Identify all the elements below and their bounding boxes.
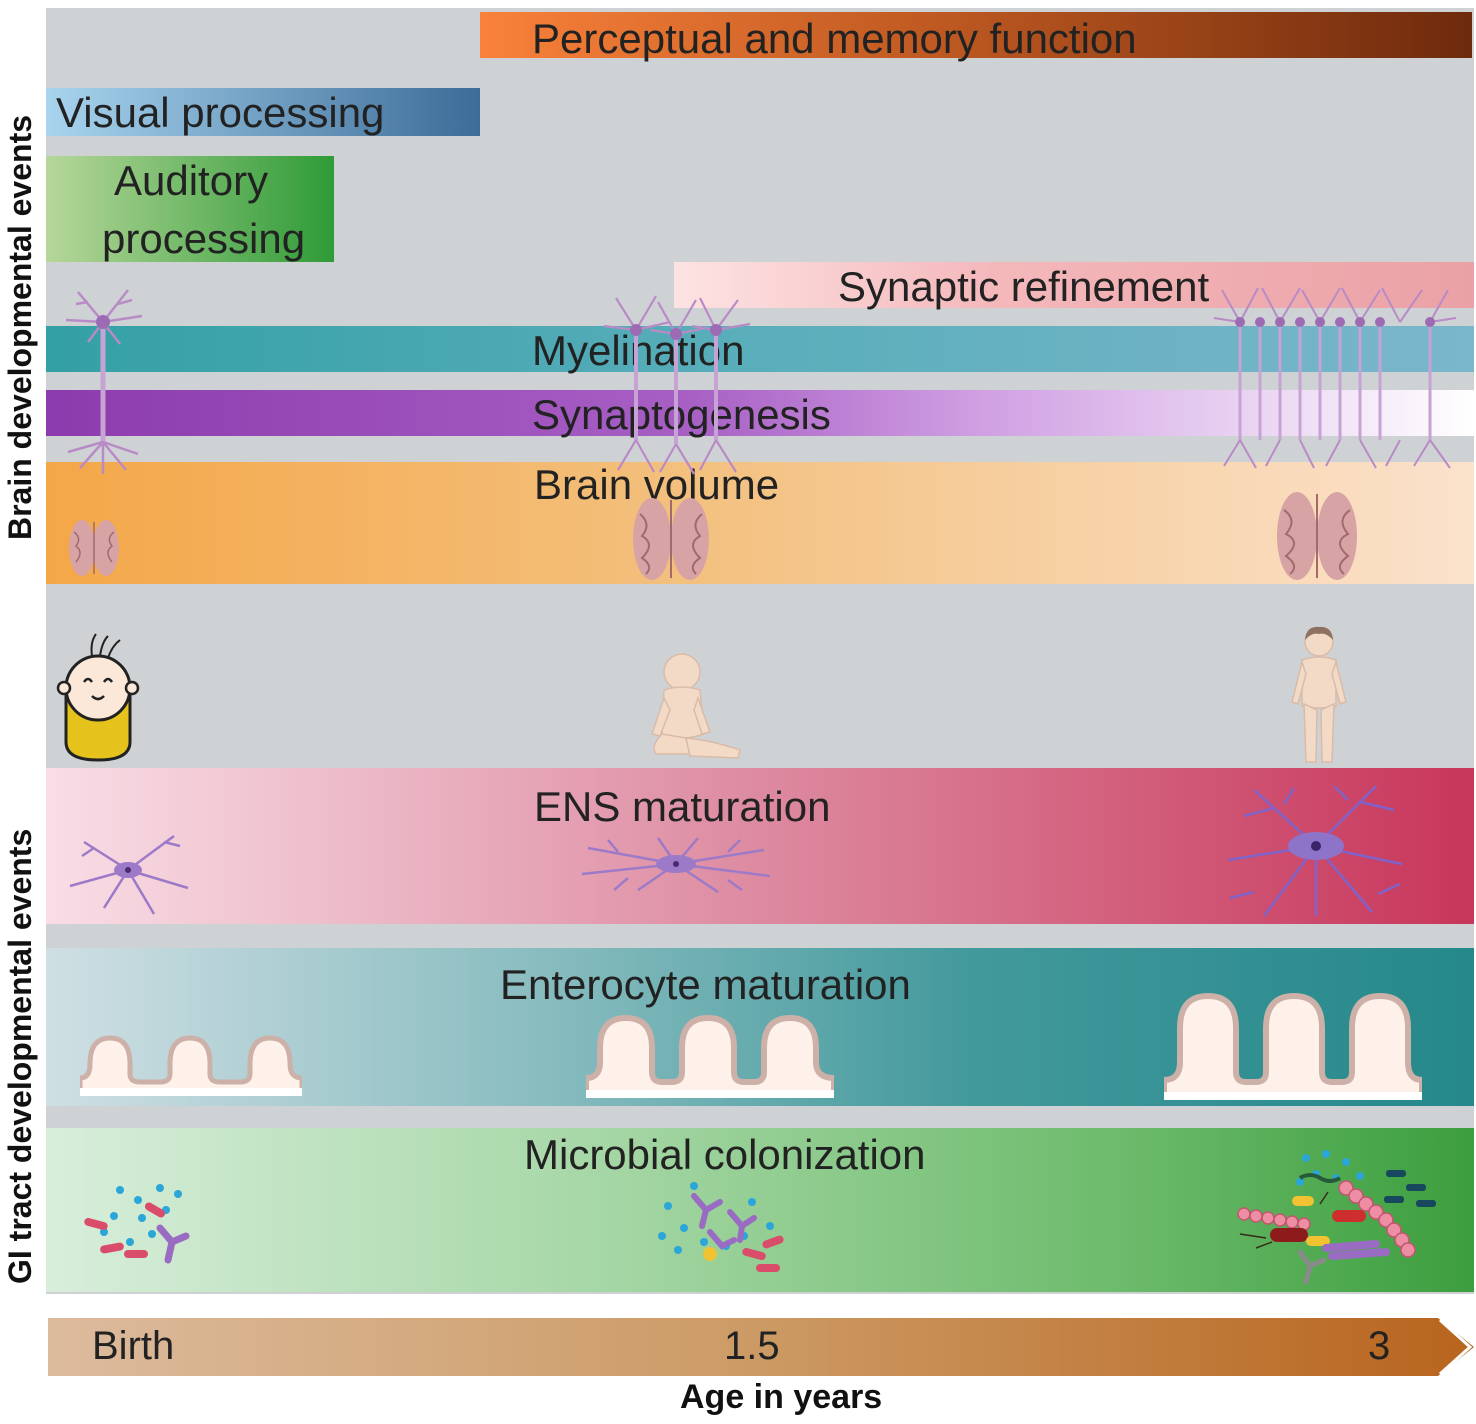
- villi-icon: [586, 1014, 834, 1098]
- microbes-icon: [1237, 1150, 1436, 1285]
- age-axis-arrow: [48, 1318, 1474, 1376]
- perceptual-memory-label: Perceptual and memory function: [532, 15, 1137, 62]
- myelination-bar: Myelination: [46, 326, 1474, 372]
- ens-maturation-bar: ENS maturation: [46, 768, 1474, 924]
- age-tick-birth: Birth: [92, 1324, 175, 1368]
- toddler-icon: [1291, 626, 1347, 763]
- ens-maturation-label: ENS maturation: [534, 783, 831, 830]
- neuron-icon: [1213, 287, 1457, 469]
- gi-events-label: GI tract developmental events: [2, 828, 38, 1284]
- neuron-icon: [65, 289, 143, 474]
- brain-volume-label: Brain volume: [534, 461, 780, 508]
- auditory-processing-label-1: Auditory: [114, 157, 269, 204]
- synaptogenesis-bar: Synaptogenesis: [46, 390, 1474, 436]
- brain-volume-bar: Brain volume: [46, 462, 1474, 584]
- villi-icon: [80, 1035, 302, 1096]
- synaptic-refinement-label: Synaptic refinement: [838, 263, 1210, 310]
- villi-icon: [1164, 992, 1422, 1100]
- perceptual-memory-bar: Perceptual and memory function: [480, 12, 1472, 62]
- synaptogenesis-label: Synaptogenesis: [532, 391, 831, 438]
- age-tick-3: 3: [1368, 1324, 1391, 1368]
- brain-icon: [69, 520, 119, 576]
- microbes-icon: [84, 1184, 190, 1264]
- synaptic-refinement-bar: Synaptic refinement: [674, 262, 1474, 308]
- enteric-neuron-icon: [1227, 785, 1403, 917]
- neuron-icon: [603, 295, 751, 475]
- auditory-processing-bar: Auditory processing: [46, 156, 334, 262]
- brain-events-label: Brain developmental events: [2, 114, 38, 540]
- visual-processing-bar: Visual processing: [46, 88, 480, 136]
- enterocyte-maturation-label: Enterocyte maturation: [500, 961, 911, 1008]
- brain-icon: [1277, 492, 1357, 580]
- enteric-neuron-icon: [581, 837, 771, 894]
- brain-icon: [633, 498, 709, 580]
- age-axis-title: Age in years: [680, 1378, 883, 1416]
- newborn-icon: [56, 633, 140, 762]
- microbes-icon: [658, 1182, 784, 1272]
- microbial-colonization-label: Microbial colonization: [524, 1131, 926, 1178]
- auditory-processing-label-2: processing: [102, 215, 306, 262]
- myelination-label: Myelination: [532, 327, 745, 374]
- age-tick-1-5: 1.5: [724, 1324, 780, 1368]
- visual-processing-label: Visual processing: [56, 89, 385, 136]
- enteric-neuron-icon: [69, 834, 189, 915]
- sitting-baby-icon: [651, 653, 741, 759]
